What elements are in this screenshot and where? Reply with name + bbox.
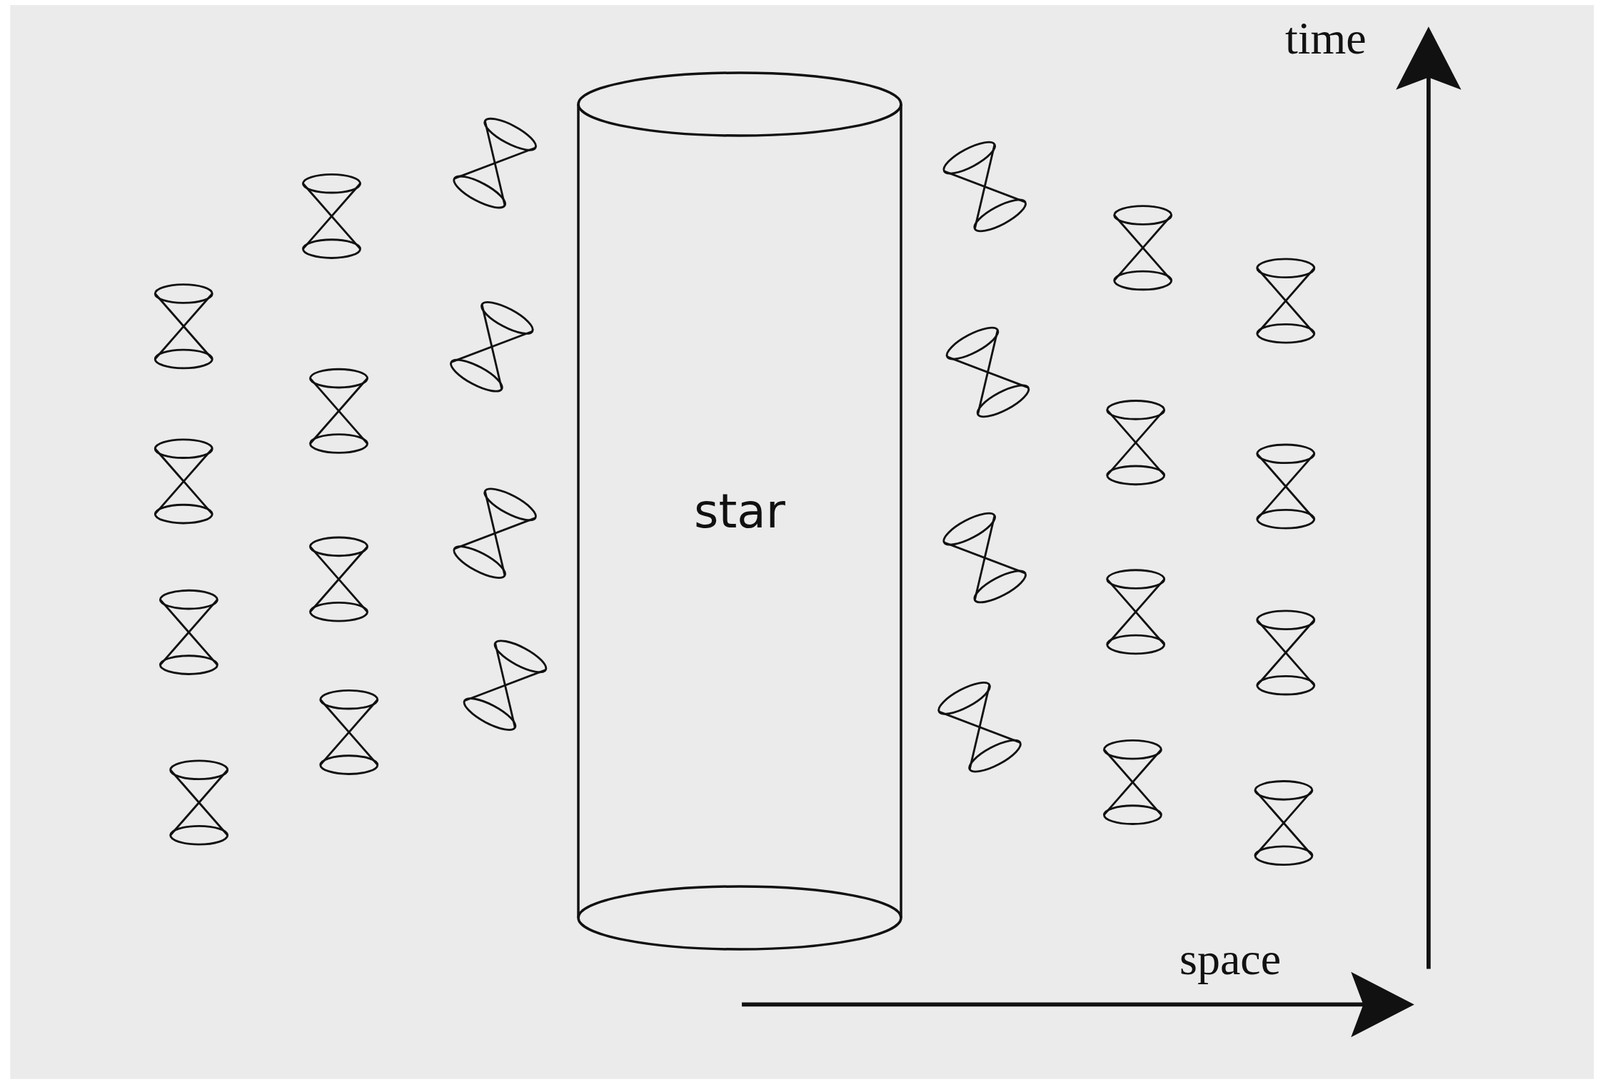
light-cone [943, 321, 1034, 423]
light-cone [309, 537, 367, 622]
light-cone [1257, 444, 1315, 529]
light-cone [320, 690, 378, 774]
light-cone [1114, 206, 1172, 290]
light-cone [159, 590, 218, 674]
arrowhead [1350, 972, 1415, 1038]
light-cone [939, 136, 1030, 238]
light-cone [449, 483, 540, 585]
light-cone [302, 174, 360, 258]
arrowhead [1395, 26, 1461, 90]
light-cone [934, 676, 1025, 778]
light-cone [1257, 259, 1315, 343]
light-cone [170, 761, 228, 845]
light-cone [939, 507, 1030, 609]
light-cone [1257, 611, 1315, 695]
light-cones [154, 112, 1315, 866]
light-cone [154, 439, 213, 524]
light-cone [154, 284, 213, 369]
axis-label: time [1285, 15, 1367, 62]
axis-label: space [1179, 936, 1281, 983]
light-cone [446, 296, 537, 397]
light-cone [1103, 740, 1161, 824]
light-cone [1107, 570, 1165, 654]
light-cone [460, 635, 551, 737]
background [9, 4, 1594, 1080]
light-cone [1107, 401, 1165, 485]
light-cone [1255, 781, 1313, 865]
light-cone [449, 112, 540, 214]
time-axis [1426, 71, 1431, 969]
star-cylinder: star [576, 71, 904, 952]
star-label: star [693, 484, 786, 540]
light-cone [309, 369, 367, 453]
space-axis [741, 1003, 1373, 1008]
